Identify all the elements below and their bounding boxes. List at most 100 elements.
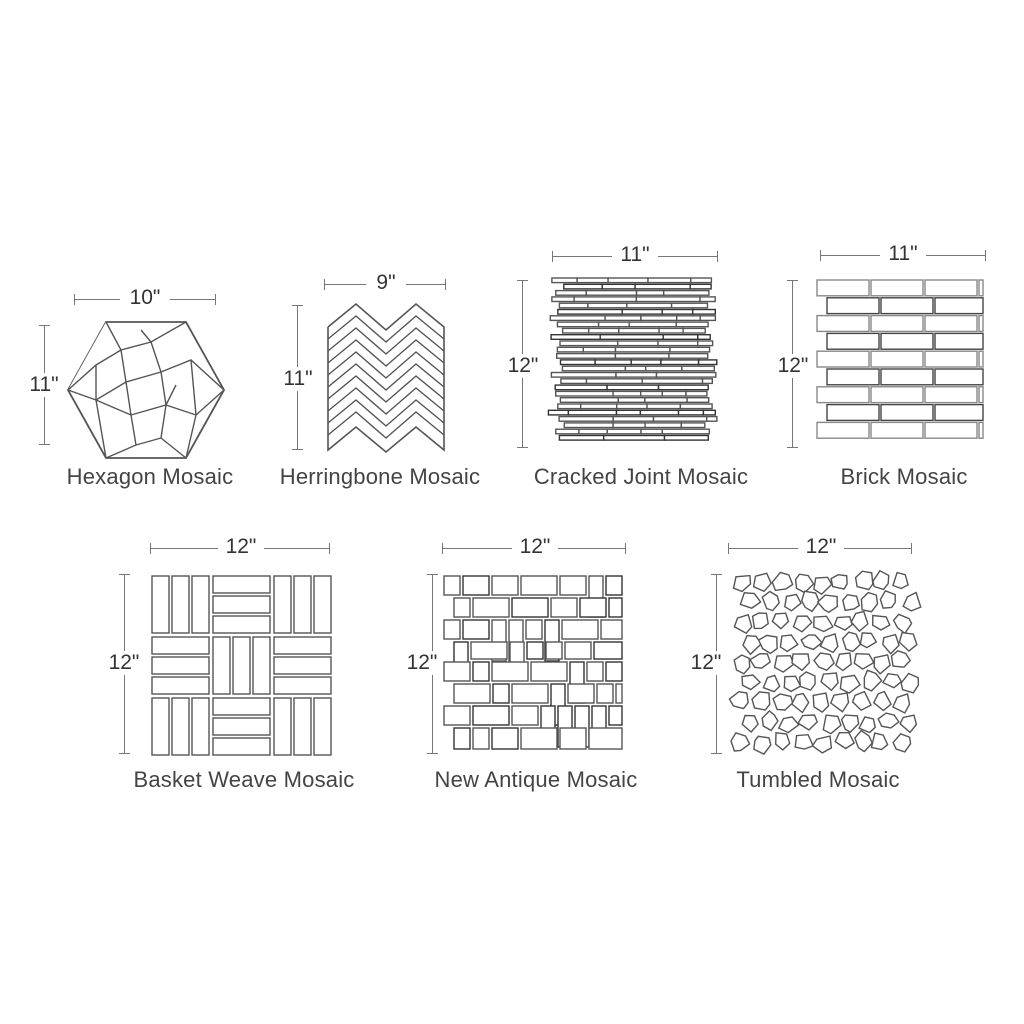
tumbled-stone	[829, 692, 850, 713]
tumbled-stone	[800, 590, 821, 613]
antique-tile	[550, 597, 578, 618]
brick-tile	[870, 386, 924, 404]
cracked-strip	[585, 289, 638, 296]
cracked-strip	[685, 390, 708, 397]
cracked-strip	[655, 371, 717, 378]
basket-tile	[151, 575, 170, 634]
cracked-strip	[601, 283, 636, 290]
antique-tile	[586, 661, 604, 682]
herringbone-mosaic-caption: Herringbone Mosaic	[279, 464, 481, 489]
brick-tile	[826, 403, 880, 422]
cracked-strip	[556, 321, 600, 328]
cracked-strip	[640, 315, 678, 322]
antique-tile	[443, 575, 461, 596]
cracked-strip	[662, 334, 699, 341]
tumbled-stone	[813, 576, 833, 596]
basket-tile	[171, 697, 190, 756]
tumbled-stone	[797, 714, 819, 731]
antique-tile	[600, 619, 623, 640]
tumbled-stone	[863, 669, 883, 692]
cracked-strip	[547, 409, 570, 416]
antique-tile	[525, 619, 543, 640]
basket-tile	[252, 636, 271, 695]
tumbled-stone	[842, 593, 861, 612]
cracked-strip	[573, 296, 638, 303]
cracked-strip	[558, 415, 614, 422]
antique-tile	[520, 575, 558, 596]
basket-tile	[171, 575, 190, 634]
cracked-strip	[555, 289, 588, 296]
tumbled-stone	[850, 610, 869, 633]
tumbled-stone	[854, 570, 874, 591]
tumbled-stone	[881, 672, 903, 689]
tumbled-stone	[900, 672, 920, 694]
cracked-strip	[670, 302, 709, 309]
brick-tile	[934, 332, 984, 350]
cracked-strip	[679, 403, 713, 410]
tumbled-stone	[871, 614, 891, 631]
brick-tile	[978, 279, 984, 297]
cracked-strip	[561, 327, 590, 334]
cracked-strip	[559, 359, 596, 366]
cracked-strip	[639, 390, 664, 397]
antique-tile	[491, 727, 519, 750]
cracked-strip	[612, 415, 655, 422]
tumbled-stone	[733, 654, 751, 675]
cracked-strip	[691, 308, 716, 315]
brick-tile	[816, 421, 870, 439]
cracked-strip	[606, 428, 642, 435]
new-antique-mosaic-diagram	[443, 575, 623, 750]
basket-tile	[212, 697, 271, 716]
cracked-strip	[550, 334, 601, 341]
brick-width-label: 11"	[880, 242, 926, 266]
antique-tile	[462, 575, 490, 596]
cracked-strip	[551, 296, 575, 303]
basket-tile	[191, 575, 210, 634]
tumbled-stone	[771, 612, 790, 630]
cracked-strip	[580, 403, 618, 410]
tumbled-stone	[741, 674, 762, 691]
herringbone-mosaic-diagram	[327, 302, 445, 454]
cracked-strip	[681, 365, 715, 372]
brick-tile	[880, 403, 934, 422]
tumbled-stone	[835, 652, 852, 672]
tumbled-stone	[757, 634, 778, 655]
brick-tile	[924, 386, 978, 404]
cracked-strip	[686, 396, 710, 403]
antique-tile	[559, 575, 587, 596]
cracked-height-label: 12"	[502, 354, 544, 378]
tumbled-stone	[791, 653, 811, 672]
tumbled-stone	[873, 654, 891, 675]
tumbled-stone	[813, 652, 835, 672]
tumbled-stone	[812, 692, 830, 713]
cracked-strip	[699, 315, 717, 322]
tumbled-stone	[892, 571, 909, 590]
brick-tile	[816, 350, 870, 368]
brick-tile	[924, 421, 978, 439]
cracked-strip	[615, 409, 642, 416]
basket-tile	[273, 656, 332, 675]
cracked-strip	[621, 308, 663, 315]
cracked-strip	[675, 315, 701, 322]
tumbled-stone	[783, 675, 802, 693]
brick-mosaic-diagram	[816, 279, 984, 439]
antique-tile	[511, 683, 549, 704]
tumbled-stone	[819, 633, 839, 654]
cracked-strip	[639, 409, 680, 416]
hexagon-mosaic-diagram	[66, 321, 226, 459]
antique-tile	[492, 683, 510, 704]
cracked-strip	[689, 283, 712, 290]
cracked-strip	[641, 378, 704, 385]
tumbled-stone	[879, 589, 896, 609]
cracked-strip	[557, 403, 582, 410]
tumbled-stone	[899, 714, 918, 734]
cracked-strip	[582, 346, 617, 353]
cracked-strip	[567, 409, 618, 416]
antique-tile	[530, 661, 568, 682]
antique-tile	[511, 597, 549, 618]
cracked-strip	[585, 378, 643, 385]
basket-tile	[273, 676, 332, 695]
cracked-strip	[644, 422, 682, 429]
brick-tile	[978, 386, 984, 404]
tumbled-stone	[902, 591, 922, 612]
